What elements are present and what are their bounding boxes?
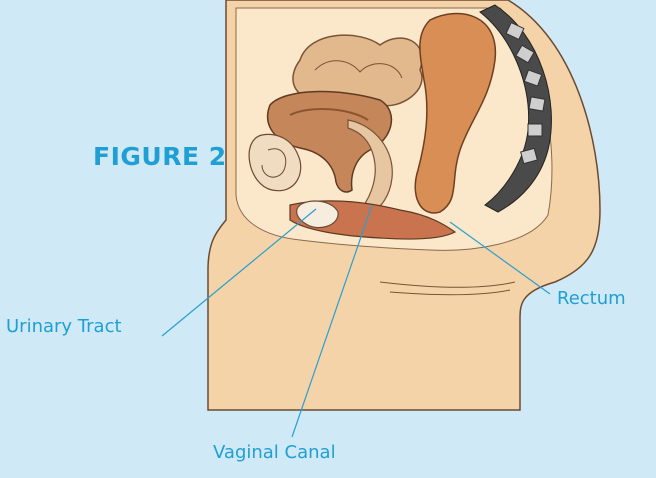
urinary-tract-label: Urinary Tract bbox=[6, 316, 122, 337]
rectum-label: Rectum bbox=[557, 288, 626, 309]
vaginal-canal-label: Vaginal Canal bbox=[213, 442, 336, 463]
figure-title: FIGURE 2 bbox=[93, 142, 227, 171]
